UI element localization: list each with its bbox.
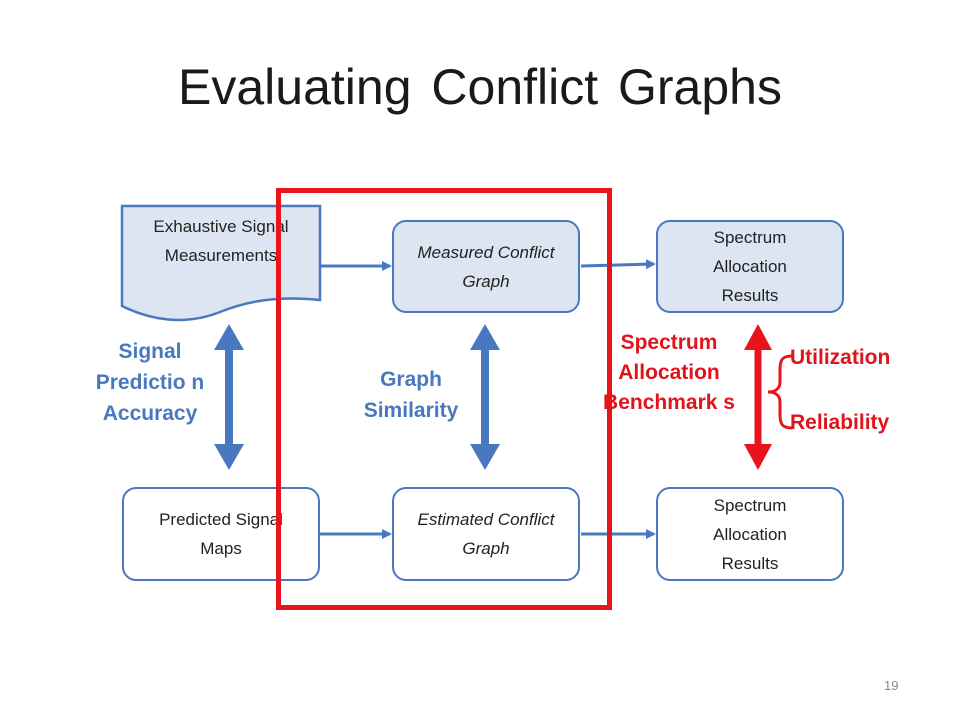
signal-prediction-accuracy-label: Signal Predictio n Accuracy <box>95 340 205 425</box>
graph-similarity-label: Graph Similarity <box>363 368 459 422</box>
page-number: 19 <box>884 678 899 693</box>
double-arrow-middle <box>470 324 500 470</box>
estimated-conflict-graph-box: Estimated Conflict Graph <box>392 487 580 581</box>
spectrum-results-top-box: Spectrum Allocation Results <box>656 220 844 313</box>
utilization-label: Utilization <box>790 346 891 369</box>
document-shape <box>120 204 322 322</box>
spectrum-results-bottom-box: Spectrum Allocation Results <box>656 487 844 581</box>
slide-title: Evaluating Conflict Graphs <box>178 59 782 115</box>
reliability-label: Reliability <box>790 411 890 434</box>
brace-bracket <box>767 354 793 430</box>
spectrum-allocation-benchmarks-label: Spectrum Allocation Benchmark s <box>603 331 735 414</box>
measured-conflict-graph-box: Measured Conflict Graph <box>392 220 580 313</box>
predicted-signal-maps-box: Predicted Signal Maps <box>122 487 320 581</box>
double-arrow-right <box>744 324 772 470</box>
double-arrow-left <box>214 324 244 470</box>
exhaustive-measurements-label: Exhaustive Signal Measurements <box>153 217 289 265</box>
flow-arrow-top-2 <box>580 259 656 270</box>
highlight-rectangle <box>276 188 612 610</box>
